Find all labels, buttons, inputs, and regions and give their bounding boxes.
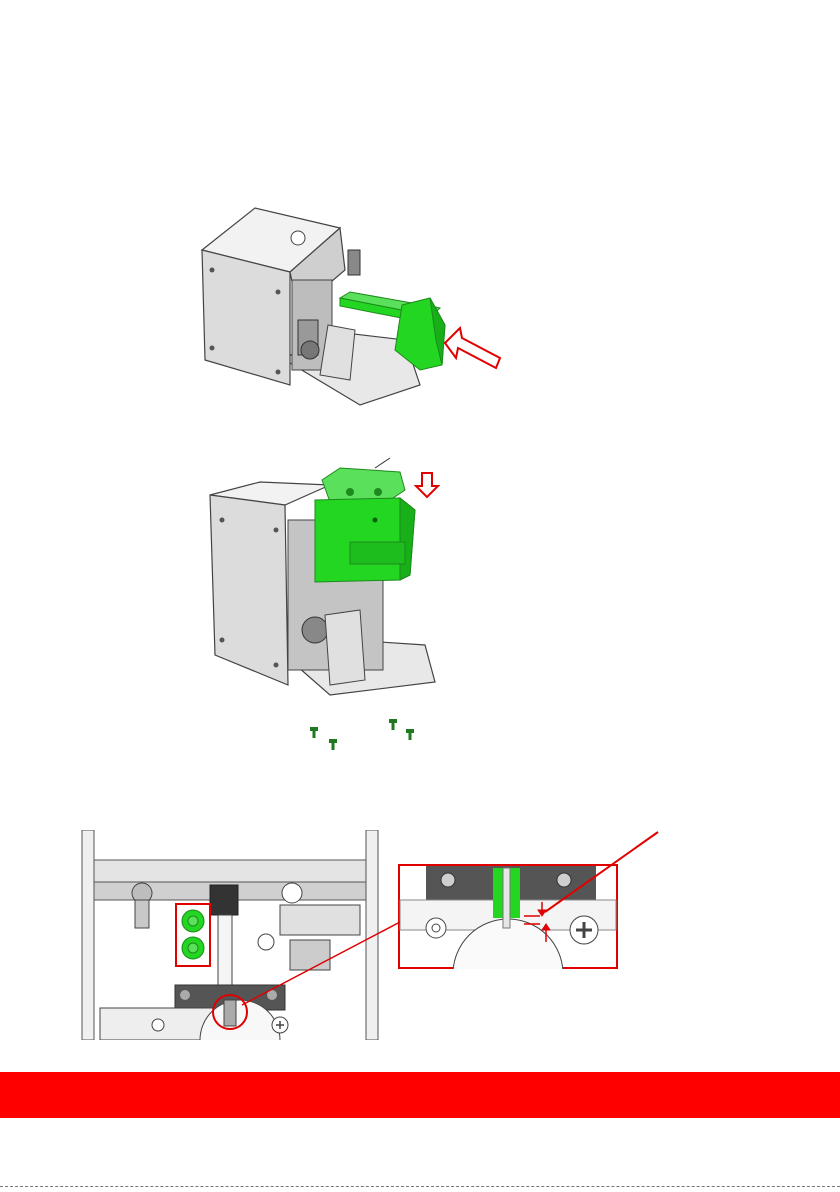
- slide-in-arrow-icon: [445, 328, 500, 368]
- screw-icons: [310, 719, 414, 750]
- figure-unit-lowering: [200, 450, 460, 750]
- figure-front-view: [80, 830, 380, 1040]
- page-divider: [0, 1186, 840, 1187]
- figure-bracket-insert: [190, 200, 530, 410]
- green-unit: [315, 458, 415, 582]
- figure-detail-zoom: [398, 864, 618, 969]
- press-down-arrow-icon: [416, 473, 438, 497]
- footer-bar: [0, 1072, 840, 1118]
